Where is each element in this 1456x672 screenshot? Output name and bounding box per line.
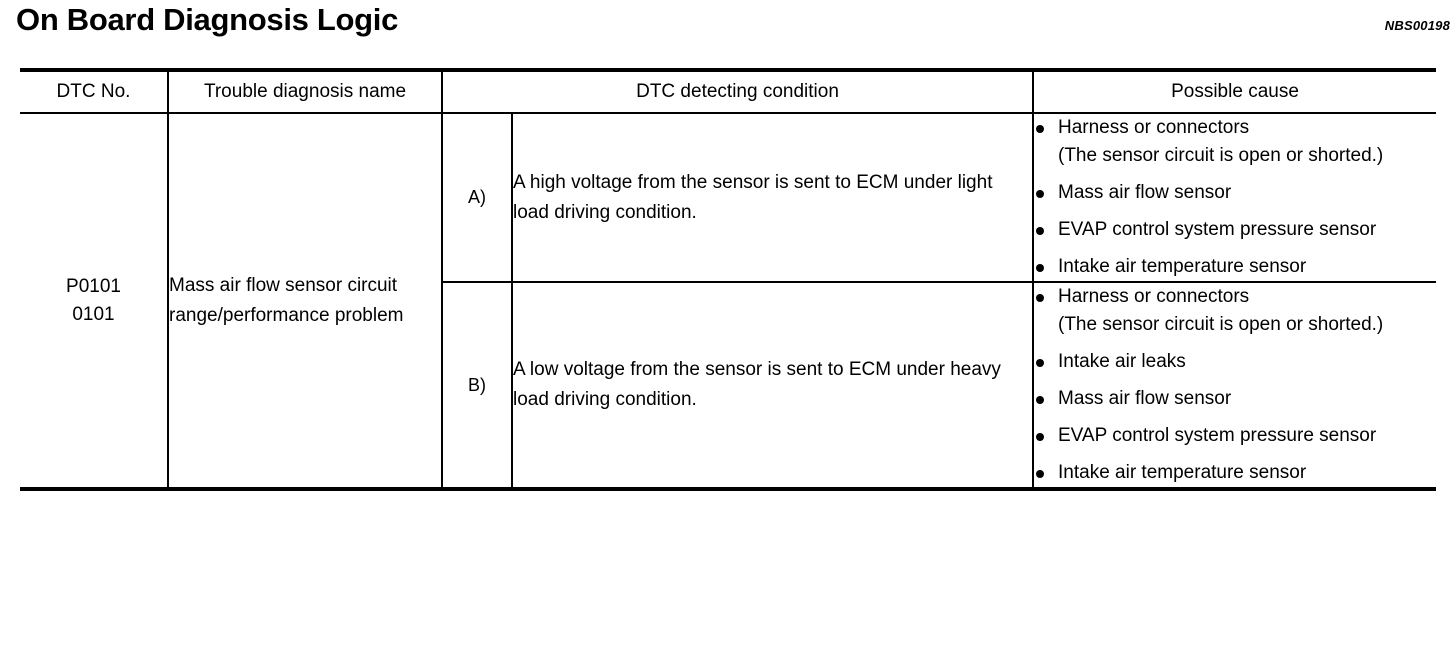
cell-detecting-condition-b: A low voltage from the sensor is sent to…	[511, 282, 1033, 491]
list-item: Mass air flow sensor	[1034, 179, 1436, 207]
dtc-no-primary: P0101	[66, 275, 121, 297]
cause-subtext: (The sensor circuit is open or shorted.)	[1058, 314, 1384, 335]
cause-text: Harness or connectors	[1058, 286, 1250, 307]
cell-condition-label-b: B)	[441, 282, 512, 491]
cell-condition-label-a: A)	[441, 113, 512, 283]
cause-text: EVAP control system pressure sensor	[1058, 219, 1377, 240]
dtc-no-secondary: 0101	[72, 303, 115, 325]
list-item: Intake air temperature sensor	[1034, 253, 1436, 281]
column-header-trouble-diagnosis-name: Trouble diagnosis name	[167, 68, 442, 114]
page-title: On Board Diagnosis Logic	[16, 2, 399, 37]
list-item: Intake air temperature sensor	[1034, 459, 1436, 487]
table-row: P0101 0101 Mass air flow sensor circuit …	[20, 113, 1436, 491]
list-item: Intake air leaks	[1034, 348, 1436, 376]
cause-text: Intake air temperature sensor	[1058, 256, 1307, 277]
cause-text: EVAP control system pressure sensor	[1058, 425, 1377, 446]
table-body: P0101 0101 Mass air flow sensor circuit …	[20, 113, 1436, 491]
cause-subtext: (The sensor circuit is open or shorted.)	[1058, 145, 1384, 166]
cause-text: Intake air temperature sensor	[1058, 462, 1307, 483]
bullet-icon	[1036, 227, 1044, 235]
cell-possible-cause-b: Harness or connectors (The sensor circui…	[1032, 282, 1436, 491]
column-header-dtc-no: DTC No.	[20, 68, 168, 114]
cell-dtc-no: P0101 0101	[20, 113, 168, 491]
cell-trouble-diagnosis-name: Mass air flow sensor circuit range/perfo…	[167, 113, 442, 491]
table-row: B) A low voltage from the sensor is sent…	[20, 282, 1436, 491]
list-item: EVAP control system pressure sensor	[1034, 422, 1436, 450]
bullet-icon	[1036, 359, 1044, 367]
table-header-row: DTC No. Trouble diagnosis name DTC detec…	[20, 68, 1436, 114]
cell-detecting-condition-a: A high voltage from the sensor is sent t…	[511, 113, 1033, 283]
table-header-row-group: DTC No. Trouble diagnosis name DTC detec…	[20, 68, 1436, 114]
list-item: Harness or connectors (The sensor circui…	[1034, 283, 1436, 339]
bullet-icon	[1036, 396, 1044, 404]
diagnosis-table-container: DTC No. Trouble diagnosis name DTC detec…	[20, 68, 1436, 491]
bullet-icon	[1036, 264, 1044, 272]
bullet-icon	[1036, 294, 1044, 302]
column-header-dtc-detecting-condition: DTC detecting condition	[441, 68, 1033, 114]
cause-text: Harness or connectors	[1058, 117, 1250, 138]
possible-cause-list-a: Harness or connectors (The sensor circui…	[1034, 114, 1436, 281]
cause-text: Mass air flow sensor	[1058, 182, 1232, 203]
bullet-icon	[1036, 125, 1044, 133]
cause-text: Intake air leaks	[1058, 351, 1186, 372]
bullet-icon	[1036, 433, 1044, 441]
page-header: On Board Diagnosis Logic NBS00198	[0, 0, 1456, 56]
on-board-diagnosis-table: DTC No. Trouble diagnosis name DTC detec…	[20, 68, 1436, 491]
possible-cause-list-b: Harness or connectors (The sensor circui…	[1034, 283, 1436, 487]
bullet-icon	[1036, 190, 1044, 198]
cell-possible-cause-a: Harness or connectors (The sensor circui…	[1032, 113, 1436, 283]
bullet-icon	[1036, 470, 1044, 478]
reference-code: NBS00198	[1384, 18, 1450, 33]
cause-text: Mass air flow sensor	[1058, 388, 1232, 409]
list-item: Mass air flow sensor	[1034, 385, 1436, 413]
column-header-possible-cause: Possible cause	[1032, 68, 1436, 114]
list-item: EVAP control system pressure sensor	[1034, 216, 1436, 244]
list-item: Harness or connectors (The sensor circui…	[1034, 114, 1436, 170]
